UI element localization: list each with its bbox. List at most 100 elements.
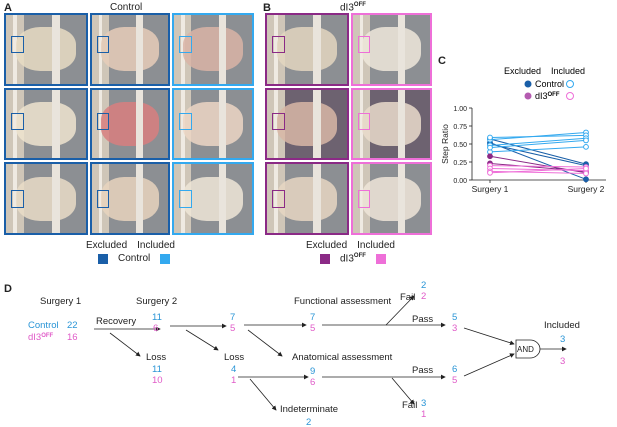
series-line [489, 143, 587, 167]
panel-a-image-grid [4, 13, 254, 235]
panel-a-label: A [4, 2, 12, 14]
y-tick-label: 0.25 [453, 160, 467, 167]
pass2-label: Pass [412, 365, 433, 376]
legend-control-label: Control [535, 79, 564, 89]
surgery1-title: Surgery 1 [40, 296, 81, 307]
series-line [489, 167, 587, 174]
legend-di3-label: dI3OFF [535, 91, 560, 101]
functional-label: Functional assessment [294, 296, 392, 307]
legend-control-name: Control [118, 253, 151, 264]
histology-photo [4, 162, 88, 235]
data-point [583, 143, 589, 150]
legend-di3-sup-tspan: OFF [548, 92, 560, 98]
control-excluded-swatch [98, 253, 108, 264]
row-label-control: Control [28, 320, 59, 331]
loss2-control: 4 [231, 364, 236, 375]
series-line [489, 137, 587, 146]
x-tick-label: Surgery 1 [472, 184, 509, 194]
panel-d-label: D [4, 283, 12, 295]
y-tick-label: 0.75 [453, 124, 467, 131]
included-label: Included [544, 320, 580, 331]
panel-b-legend: dI3OFF [320, 253, 386, 264]
legend-di3-excluded-dot [524, 92, 532, 100]
series-line [489, 134, 587, 139]
histology-photo [4, 13, 88, 86]
functional-control: 7 [310, 312, 315, 323]
di3-excluded-swatch [320, 253, 330, 264]
panel-b-label: B [263, 2, 271, 14]
indeterminate-label: Indeterminate [280, 404, 338, 415]
series-line [489, 167, 587, 172]
loss1-control: 11 [152, 364, 162, 375]
pass1-label: Pass [412, 314, 433, 325]
and-gate-label: AND [517, 345, 534, 354]
panel-b-legend-labels: Excluded Included [306, 240, 395, 251]
histology-photo [351, 87, 432, 161]
surgery1-control: 22 [67, 320, 78, 331]
y-tick-label: 0.50 [453, 142, 467, 149]
histology-photo [265, 162, 349, 235]
y-axis-label: Step Ratio [440, 124, 450, 164]
legend-di3-tspan: dI3 [535, 91, 548, 101]
panel-b-image-grid [265, 13, 432, 235]
y-tick-label: 0.00 [453, 178, 467, 185]
legend-b-excluded-label: Excluded [306, 240, 348, 251]
legend-excluded-header: Excluded [504, 66, 541, 76]
legend-control-excluded-dot [524, 80, 532, 88]
panel-c-label: C [438, 55, 446, 67]
legend-b-included-label: Included [357, 240, 395, 251]
data-point [583, 165, 589, 172]
histology-photo [351, 162, 432, 235]
loss2-di3: 1 [231, 375, 236, 386]
surgery1-di3: 16 [67, 332, 78, 343]
histology-photo [172, 162, 254, 235]
legend-included-header: Included [551, 66, 585, 76]
data-point [487, 134, 493, 141]
di3-included-swatch [375, 253, 386, 264]
legend-di3-sup: OFF [353, 253, 366, 259]
flow-diagram: Control dI3OFF Surgery 1 22 16 Recovery … [28, 280, 580, 427]
panel-b-title: dI3OFF [340, 2, 366, 13]
legend-excluded-label: Excluded [86, 240, 128, 251]
histology-photo [172, 13, 254, 86]
histology-photo [4, 87, 88, 161]
y-tick-label: 1.00 [453, 106, 467, 113]
pass2-di3: 5 [452, 375, 457, 386]
row-label-di3-sup: OFF [41, 333, 53, 339]
s2split-control: 7 [230, 312, 235, 323]
surgery2-title: Surgery 2 [136, 296, 177, 307]
panel-a-legend: Control [98, 253, 171, 264]
loss1-label: Loss [146, 352, 166, 363]
recovery-label: Recovery [96, 316, 136, 327]
legend-di3-included-dot [566, 92, 574, 100]
data-point [487, 144, 493, 151]
fail2-di3: 1 [421, 409, 426, 420]
included-di3: 3 [560, 356, 565, 367]
histology-photo [90, 162, 170, 235]
histology-photo [172, 87, 254, 161]
legend-control-included-dot [566, 80, 574, 88]
surgery2-control: 11 [152, 312, 162, 323]
data-point [487, 169, 493, 176]
histology-photo [351, 13, 432, 86]
anatomical-control: 9 [310, 366, 315, 377]
panel-b-title-text: dI3 [340, 2, 354, 14]
fail2-control: 3 [421, 398, 426, 409]
series-line [489, 138, 587, 165]
s2split-di3: 5 [230, 323, 235, 334]
data-point [583, 176, 589, 183]
surgery2-di3: 6 [153, 323, 158, 334]
data-point [487, 153, 493, 160]
pass2-control: 6 [452, 364, 457, 375]
indeterminate-control: 2 [306, 417, 311, 427]
histology-photo [90, 13, 170, 86]
fail1-di3: 2 [421, 291, 426, 302]
pass1-di3: 3 [452, 323, 457, 334]
loss1-di3: 10 [152, 375, 163, 386]
legend-di3-text: dI3 [340, 253, 354, 265]
histology-photo [265, 13, 349, 86]
functional-di3: 5 [310, 323, 315, 334]
pass1-control: 5 [452, 312, 457, 323]
histology-photo [265, 87, 349, 161]
data-point [583, 170, 589, 177]
